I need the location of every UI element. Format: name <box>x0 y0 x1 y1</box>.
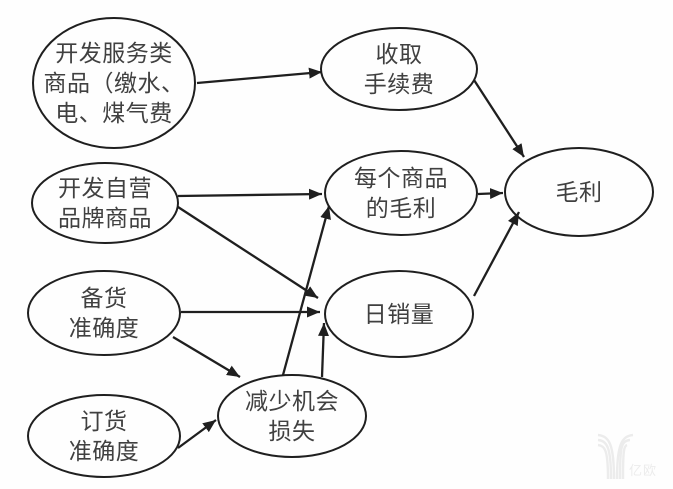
node-stocking-accuracy: 备货准确度 <box>27 270 181 356</box>
node-ellipse-per-item-profit <box>324 150 478 236</box>
node-ellipse-develop-service-goods <box>32 17 196 149</box>
node-ellipse-reduce-opportunity-loss <box>217 374 367 458</box>
node-ellipse-develop-own-brand <box>31 162 179 244</box>
node-gross-profit: 毛利 <box>504 147 654 237</box>
node-label-develop-service-goods: 开发服务类商品（缴水、电、煤气费 <box>44 40 185 126</box>
node-label-reduce-opportunity-loss: 减少机会损失 <box>245 388 339 444</box>
node-per-item-profit: 每个商品的毛利 <box>324 150 478 236</box>
node-label-per-item-profit: 每个商品的毛利 <box>354 165 448 221</box>
node-develop-service-goods: 开发服务类商品（缴水、电、煤气费 <box>32 17 196 149</box>
node-reduce-opportunity-loss: 减少机会损失 <box>217 374 367 458</box>
edge-stocking-accuracy--reduce-opportunity-loss <box>172 336 241 378</box>
edge-reduce-opportunity-loss--per-item-profit <box>281 205 331 376</box>
node-label-daily-sales: 日销量 <box>364 301 435 327</box>
edge-reduce-opportunity-loss--daily-sales <box>318 322 330 378</box>
node-ellipse-stocking-accuracy <box>27 270 181 356</box>
edge-develop-own-brand--daily-sales <box>177 206 319 299</box>
node-collect-fee: 收取手续费 <box>320 27 478 111</box>
edge-ordering-accuracy--reduce-opportunity-loss <box>177 419 217 449</box>
node-ellipse-gross-profit <box>504 147 654 237</box>
node-ordering-accuracy: 订货准确度 <box>27 394 181 478</box>
edge-develop-service-goods--collect-fee <box>196 67 323 85</box>
node-daily-sales: 日销量 <box>324 270 474 358</box>
edge-collect-fee--gross-profit <box>473 79 525 158</box>
node-ellipse-ordering-accuracy <box>27 394 181 478</box>
node-label-stocking-accuracy: 备货准确度 <box>69 285 140 341</box>
edge-per-item-profit--gross-profit <box>477 188 504 200</box>
node-label-develop-own-brand: 开发自营品牌商品 <box>58 175 152 231</box>
edge-develop-own-brand--per-item-profit <box>177 188 323 200</box>
node-label-ordering-accuracy: 订货准确度 <box>69 408 140 464</box>
node-label-gross-profit: 毛利 <box>556 179 603 205</box>
node-ellipse-daily-sales <box>324 270 474 358</box>
node-label-collect-fee: 收取手续费 <box>364 41 435 97</box>
edge-daily-sales--gross-profit <box>472 211 521 297</box>
node-develop-own-brand: 开发自营品牌商品 <box>31 162 179 244</box>
